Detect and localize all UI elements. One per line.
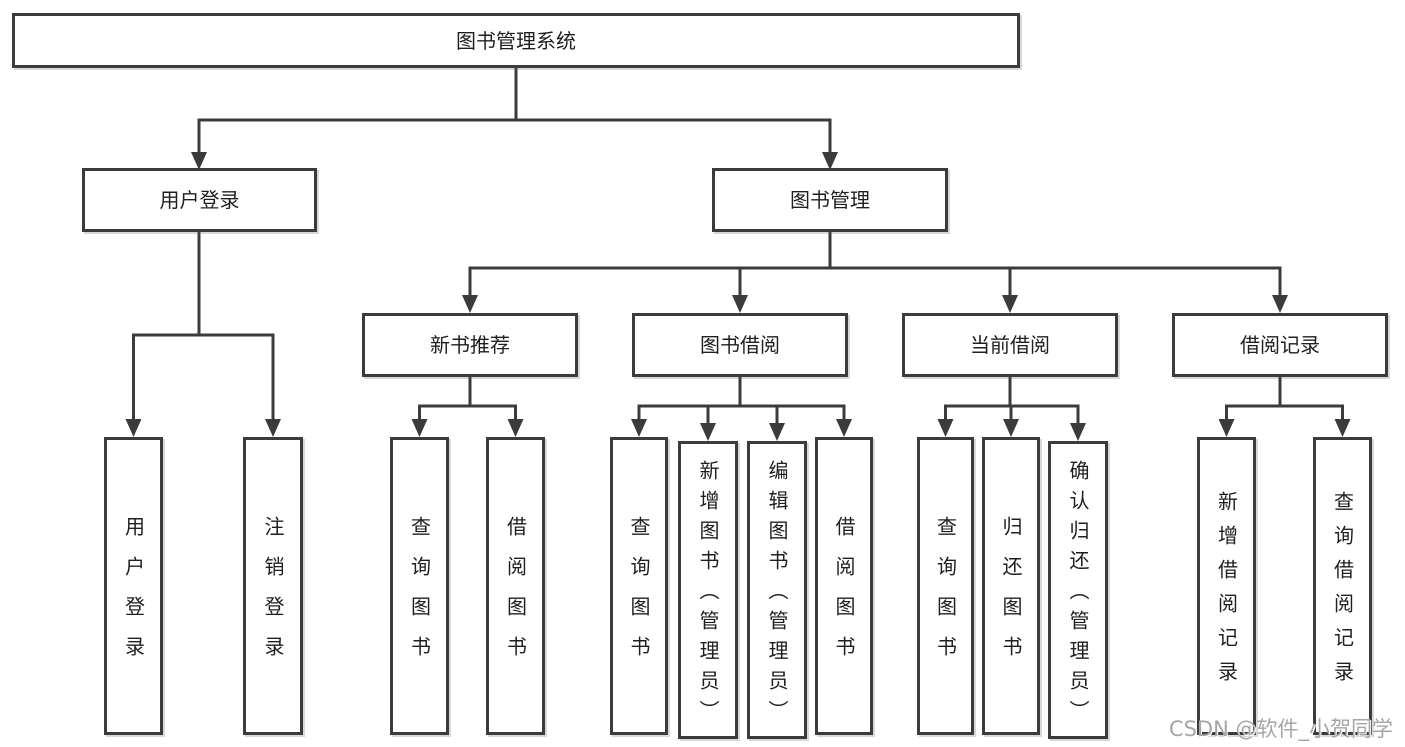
leaf-label: 确认归还（管理员） bbox=[1066, 460, 1090, 730]
node-label: 图书借阅 bbox=[700, 333, 780, 357]
node-label: 新书推荐 bbox=[430, 333, 510, 357]
leaf-borrow-books-borrowing: 借阅图书 bbox=[815, 437, 873, 735]
leaf-label: 注销登录 bbox=[261, 516, 285, 676]
node-user-login: 用户登录 bbox=[82, 168, 317, 232]
leaf-label: 借阅图书 bbox=[832, 516, 856, 676]
leaf-label: 新增借阅记录 bbox=[1214, 491, 1239, 695]
leaf-label: 新增图书（管理员） bbox=[696, 460, 720, 730]
connector-user-login-children bbox=[125, 232, 281, 437]
leaf-label: 编辑图书（管理员） bbox=[765, 460, 789, 730]
leaf-label: 用户登录 bbox=[121, 516, 146, 676]
leaf-user-login: 用户登录 bbox=[104, 437, 163, 735]
leaf-add-book-admin: 新增图书（管理员） bbox=[678, 441, 738, 739]
leaf-search-books-current: 查询图书 bbox=[917, 437, 974, 735]
csdn-watermark: CSDN @软件_小贺同学 bbox=[1168, 717, 1393, 741]
node-label: 用户登录 bbox=[159, 188, 240, 212]
node-label: 借阅记录 bbox=[1240, 333, 1320, 357]
node-library-management-system: 图书管理系统 bbox=[12, 13, 1020, 68]
node-current-borrowing: 当前借阅 bbox=[902, 313, 1118, 377]
node-borrowing-records: 借阅记录 bbox=[1172, 313, 1388, 377]
node-label: 当前借阅 bbox=[970, 333, 1050, 357]
leaf-search-borrow-record: 查询借阅记录 bbox=[1313, 437, 1372, 735]
leaf-label: 借阅图书 bbox=[503, 516, 528, 676]
leaf-edit-book-admin: 编辑图书（管理员） bbox=[747, 441, 807, 739]
node-label: 图书管理 bbox=[790, 188, 870, 212]
leaf-search-books-recommend: 查询图书 bbox=[390, 437, 449, 735]
connector-root-to-level2 bbox=[191, 68, 838, 170]
leaf-search-books-borrowing: 查询图书 bbox=[610, 437, 668, 735]
connector-book-borrowing-children bbox=[631, 377, 852, 441]
leaf-return-books: 归还图书 bbox=[982, 437, 1040, 735]
node-book-borrowing: 图书借阅 bbox=[632, 313, 848, 377]
connector-borrowing-records-children bbox=[1218, 377, 1351, 437]
node-book-management: 图书管理 bbox=[712, 168, 948, 232]
leaf-borrow-books-recommend: 借阅图书 bbox=[486, 437, 545, 735]
connector-book-management-children bbox=[462, 232, 1288, 313]
leaf-logout: 注销登录 bbox=[243, 437, 303, 735]
leaf-label: 查询图书 bbox=[933, 516, 958, 676]
connector-current-borrowing-children bbox=[937, 377, 1086, 441]
leaf-label: 查询借阅记录 bbox=[1330, 491, 1355, 695]
leaf-label: 查询图书 bbox=[627, 516, 651, 676]
leaf-label: 归还图书 bbox=[999, 516, 1023, 676]
leaf-confirm-return-admin: 确认归还（管理员） bbox=[1048, 441, 1108, 739]
leaf-label: 查询图书 bbox=[407, 516, 432, 676]
node-label: 图书管理系统 bbox=[456, 28, 576, 53]
leaf-add-borrow-record: 新增借阅记录 bbox=[1197, 437, 1256, 735]
connector-new-book-recommend-children bbox=[411, 377, 524, 437]
node-new-book-recommend: 新书推荐 bbox=[362, 313, 578, 377]
